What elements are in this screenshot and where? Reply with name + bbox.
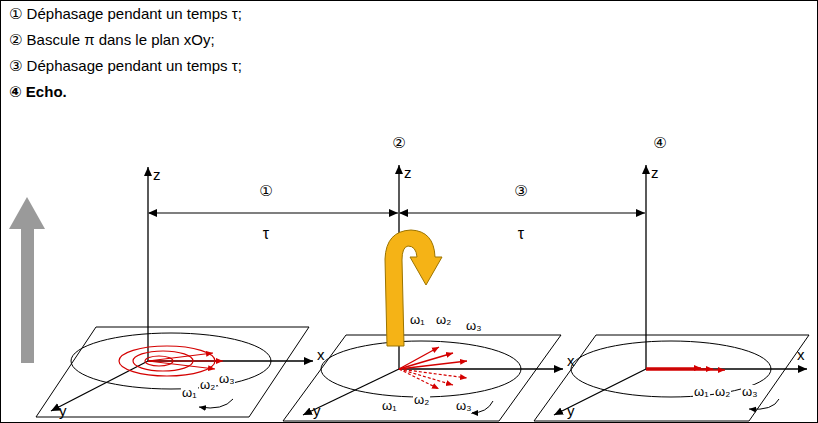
- frequency-label: ω₁: [181, 386, 198, 400]
- pi-pulse-arrow: [385, 230, 442, 346]
- step-line: ① Déphasage pendant un temps τ;: [9, 6, 242, 23]
- axis-label: y: [313, 403, 321, 420]
- axis-label: x: [567, 353, 575, 370]
- step-number: ①: [259, 183, 272, 200]
- frequency-label: ω₂: [199, 378, 216, 392]
- step-line: ③ Déphasage pendant un temps τ;: [9, 58, 242, 75]
- step-line: ④ Echo.: [9, 84, 67, 101]
- axis-label: z: [153, 167, 161, 184]
- step-number: ③: [514, 183, 527, 200]
- frequency-label: ω₁: [381, 399, 398, 413]
- axis-label: x: [797, 347, 805, 364]
- frequency-label: ω₁: [409, 313, 426, 327]
- step-number: ④: [653, 135, 666, 152]
- frequency-label: ω₂: [435, 313, 452, 327]
- b0-arrow: [9, 197, 45, 363]
- step-line: ② Bascule π dans le plan xOy;: [9, 32, 215, 49]
- duration-label: τ: [263, 225, 269, 243]
- frequency-label: ω₃: [741, 385, 758, 399]
- axis-label: x: [317, 347, 325, 364]
- frequency-label: ω₁: [693, 385, 710, 399]
- axis-label: y: [567, 403, 575, 420]
- axis-label: z: [404, 165, 412, 182]
- duration-label: τ: [518, 225, 524, 243]
- frequency-label: ω₂: [413, 393, 430, 407]
- axis-label: y: [59, 403, 67, 420]
- frequency-label: ω₃: [465, 319, 482, 333]
- frequency-label: ω₂: [714, 385, 731, 399]
- frequency-label: ω₃: [218, 372, 235, 386]
- axis-label: z: [651, 165, 659, 182]
- step-number: ②: [392, 135, 405, 152]
- frequency-label: ω₃: [455, 399, 472, 413]
